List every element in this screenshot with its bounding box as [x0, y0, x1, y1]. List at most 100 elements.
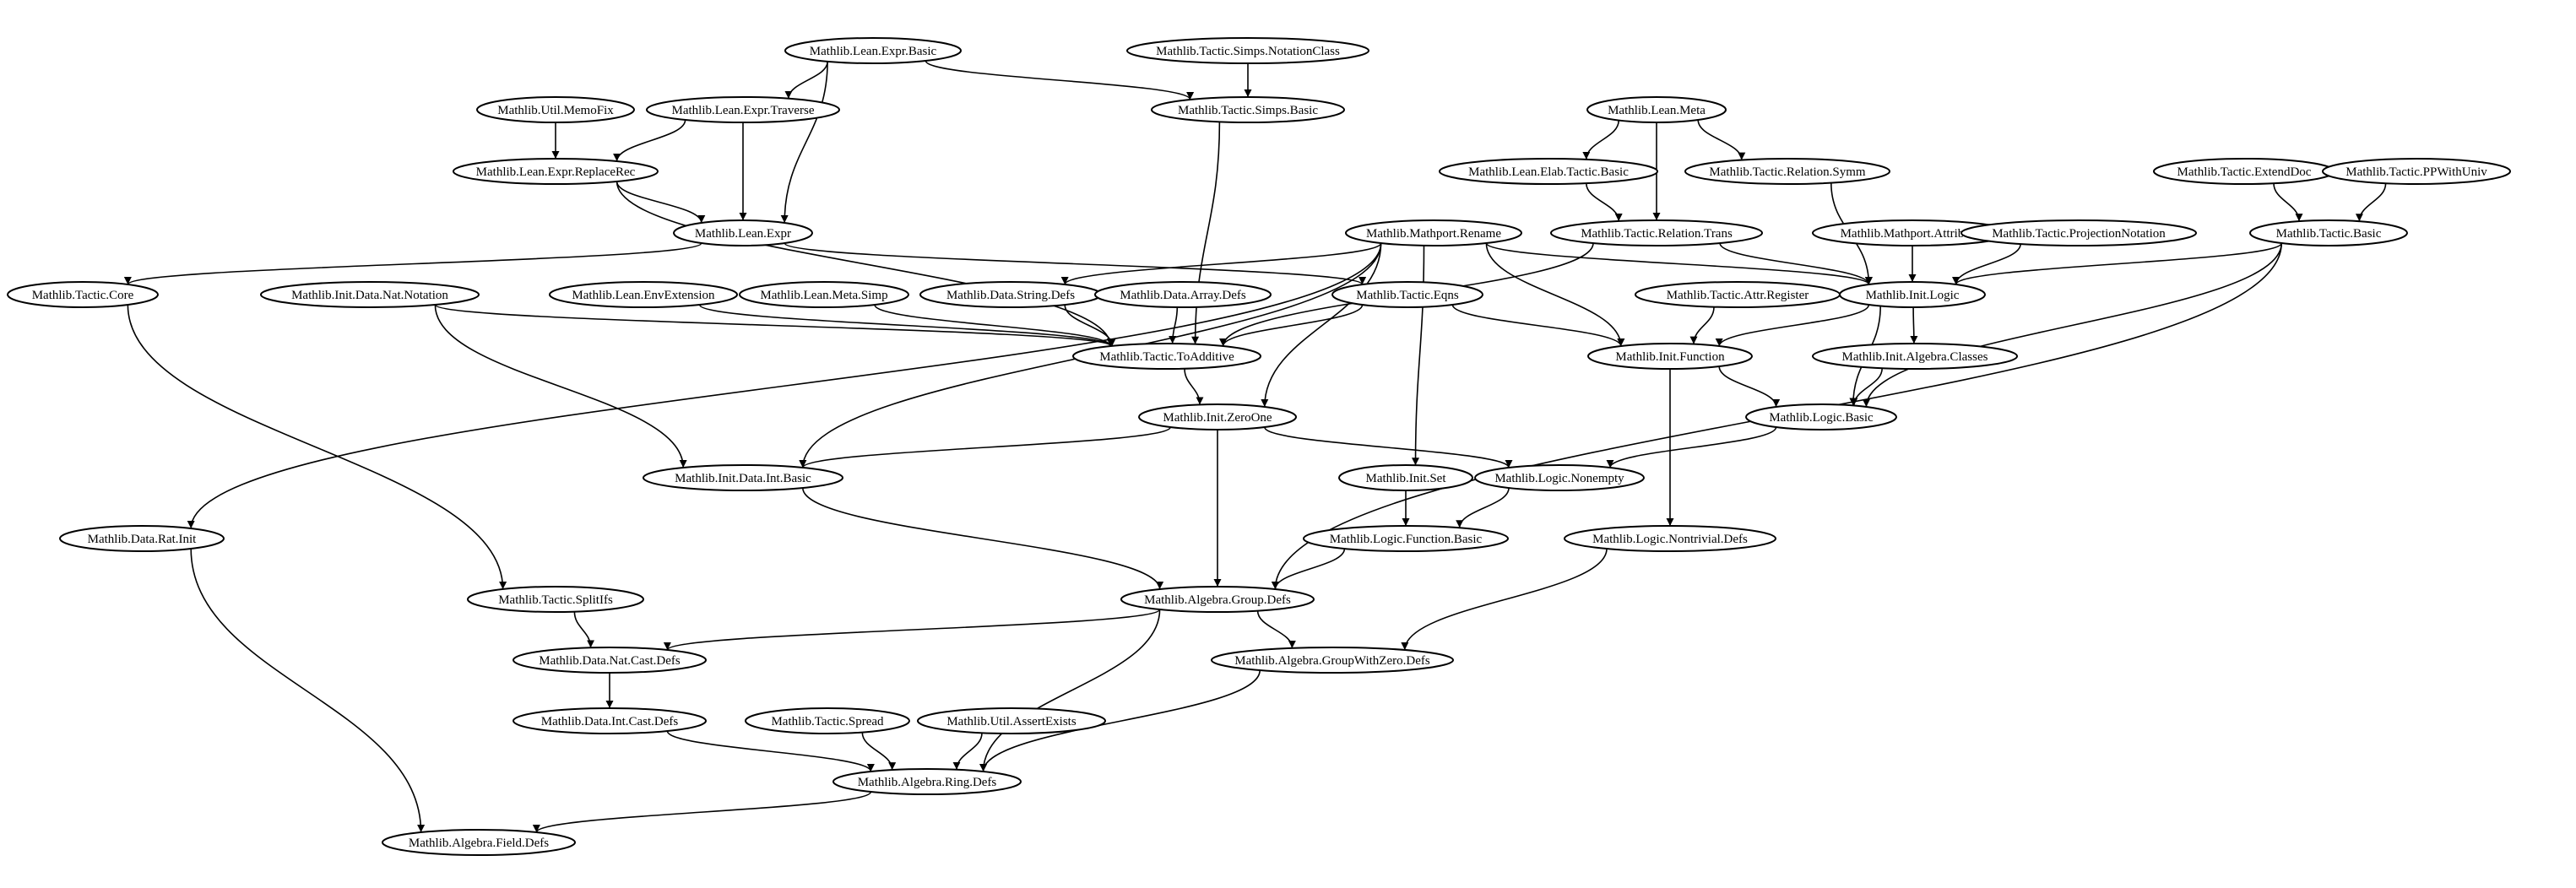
node-simps-notation: Mathlib.Tactic.Simps.NotationClass: [1126, 37, 1369, 64]
edge-projection-notation-to-init-logic: [1952, 243, 2021, 285]
node-relation-trans: Mathlib.Tactic.Relation.Trans: [1550, 219, 1763, 246]
edge-string-defs-to-to-additive: [1064, 304, 1116, 346]
node-ellipse: [467, 586, 644, 613]
node-string-defs: Mathlib.Data.String.Defs: [919, 281, 1102, 308]
node-label: Mathlib.Logic.Function.Basic: [1330, 533, 1483, 546]
node-label: Mathlib.Init.Logic: [1866, 289, 1960, 302]
node-elab-tactic-basic: Mathlib.Lean.Elab.Tactic.Basic: [1439, 158, 1658, 185]
node-ellipse: [1550, 219, 1763, 246]
node-label: Mathlib.Util.AssertExists: [946, 715, 1076, 728]
node-label: Mathlib.Mathport.Rename: [1366, 227, 1501, 241]
edge-lean-meta-to-relation-symm: [1697, 119, 1746, 160]
edge-ring-defs-to-field-defs: [533, 791, 872, 833]
edge-init-logic-to-init-function: [1715, 304, 1870, 347]
node-nat-cast-defs: Mathlib.Data.Nat.Cast.Defs: [512, 647, 707, 674]
node-relation-symm: Mathlib.Tactic.Relation.Symm: [1684, 158, 1890, 185]
edge-ppwithuniv-to-tactic-basic: [2355, 183, 2387, 222]
edge-tactic-core-to-splitifs: [127, 304, 507, 590]
node-label: Mathlib.Data.Int.Cast.Defs: [541, 715, 679, 728]
node-ellipse: [2249, 219, 2408, 246]
node-ellipse: [784, 37, 962, 64]
node-label: Mathlib.Init.Algebra.Classes: [1842, 350, 1988, 364]
edge-replace-rec-to-to-additive: [616, 181, 1114, 347]
node-ellipse: [59, 525, 225, 552]
node-ellipse: [1072, 343, 1261, 370]
node-ellipse: [1338, 464, 1473, 491]
edge-int-cast-defs-to-ring-defs: [666, 730, 875, 772]
edge-simps-basic-to-to-additive: [1191, 122, 1221, 344]
node-nat-notation: Mathlib.Init.Data.Nat.Notation: [260, 281, 480, 308]
node-ellipse: [7, 281, 159, 308]
node-label: Mathlib.Tactic.ProjectionNotation: [1992, 227, 2166, 241]
node-ellipse: [1120, 586, 1315, 613]
edge-lean-meta-to-elab-tactic-basic: [1582, 120, 1619, 160]
edge-init-logic-to-algebra-classes: [1910, 306, 1918, 344]
edge-splitifs-to-nat-cast-defs: [573, 611, 595, 648]
edge-mathport-rename-to-zero-one: [1261, 242, 1382, 408]
node-memofix: Mathlib.Util.MemoFix: [476, 96, 635, 123]
node-label: Mathlib.Init.Data.Nat.Notation: [291, 289, 448, 302]
edge-nat-notation-to-to-additive: [434, 304, 1114, 347]
node-label: Mathlib.Lean.Elab.Tactic.Basic: [1468, 165, 1629, 179]
node-label: Mathlib.Lean.EnvExtension: [572, 289, 715, 302]
node-label: Mathlib.Util.MemoFix: [497, 104, 614, 117]
node-mathport-attrs: Mathlib.Mathport.Attributes: [1812, 219, 2013, 246]
node-simps-basic: Mathlib.Tactic.Simps.Basic: [1151, 96, 1345, 123]
edge-assert-exists-to-ring-defs: [952, 733, 983, 770]
node-ellipse: [1345, 219, 1522, 246]
node-ellipse: [512, 707, 707, 734]
node-ellipse: [512, 647, 707, 674]
node-ellipse: [1587, 343, 1753, 370]
node-ellipse: [1564, 525, 1776, 552]
node-ellipse: [1151, 96, 1345, 123]
node-label: Mathlib.Algebra.GroupWithZero.Defs: [1234, 654, 1430, 668]
edge-replace-rec-to-lean-expr: [616, 181, 706, 224]
node-label: Mathlib.Tactic.Simps.NotationClass: [1156, 45, 1340, 58]
node-mathport-rename: Mathlib.Mathport.Rename: [1345, 219, 1522, 246]
node-label: Mathlib.Data.Rat.Init: [88, 533, 198, 546]
edge-lean-expr-to-tactic-eqns: [784, 242, 1366, 285]
node-tactic-basic: Mathlib.Tactic.Basic: [2249, 219, 2408, 246]
edge-zero-one-to-logic-nonempty: [1264, 426, 1513, 468]
node-label: Mathlib.Lean.Meta: [1608, 104, 1706, 117]
node-ellipse: [453, 158, 659, 185]
node-label: Mathlib.Lean.Meta.Simp: [760, 289, 887, 302]
edge-group-defs-to-ring-defs: [979, 609, 1161, 772]
node-label: Mathlib.Init.Function: [1615, 350, 1725, 364]
node-env-extension: Mathlib.Lean.EnvExtension: [549, 281, 738, 308]
node-label: Mathlib.Init.Data.Int.Basic: [675, 472, 811, 485]
edge-mathport-rename-to-init-function: [1485, 242, 1625, 347]
edge-tactic-eqns-to-to-additive: [1219, 304, 1364, 347]
node-label: Mathlib.Init.ZeroOne: [1163, 411, 1272, 425]
node-lean-expr: Mathlib.Lean.Expr: [673, 219, 813, 246]
node-label: Mathlib.Lean.Expr: [695, 227, 791, 241]
node-label: Mathlib.Data.Array.Defs: [1120, 289, 1246, 302]
node-splitifs: Mathlib.Tactic.SplitIfs: [467, 586, 644, 613]
node-label: Mathlib.Tactic.Spread: [771, 715, 884, 728]
node-ellipse: [1094, 281, 1272, 308]
node-label: Mathlib.Tactic.Relation.Symm: [1709, 165, 1866, 179]
node-label: Mathlib.Tactic.Attr.Register: [1667, 289, 1809, 302]
node-ellipse: [260, 281, 480, 308]
edge-tactic-spread-to-ring-defs: [861, 732, 897, 771]
edge-lean-expr-to-tactic-core: [124, 242, 702, 285]
node-attr-register: Mathlib.Tactic.Attr.Register: [1635, 281, 1841, 308]
node-ellipse: [2322, 158, 2511, 185]
node-ellipse: [382, 829, 576, 856]
node-label: Mathlib.Lean.Expr.Traverse: [672, 104, 815, 117]
node-ellipse: [1745, 403, 1897, 430]
node-ellipse: [673, 219, 813, 246]
edge-extend-doc-to-tactic-basic: [2273, 183, 2303, 222]
node-init-logic: Mathlib.Init.Logic: [1839, 281, 1986, 308]
edge-attr-register-to-init-function: [1689, 306, 1715, 344]
node-label: Mathlib.Algebra.Field.Defs: [409, 837, 549, 850]
node-ellipse: [1331, 281, 1483, 308]
node-int-basic: Mathlib.Init.Data.Int.Basic: [643, 464, 843, 491]
node-group-defs: Mathlib.Algebra.Group.Defs: [1120, 586, 1315, 613]
node-nontrivial-defs: Mathlib.Logic.Nontrivial.Defs: [1564, 525, 1776, 552]
edge-to-additive-to-zero-one: [1184, 368, 1204, 405]
node-ellipse: [643, 464, 843, 491]
node-ellipse: [549, 281, 738, 308]
